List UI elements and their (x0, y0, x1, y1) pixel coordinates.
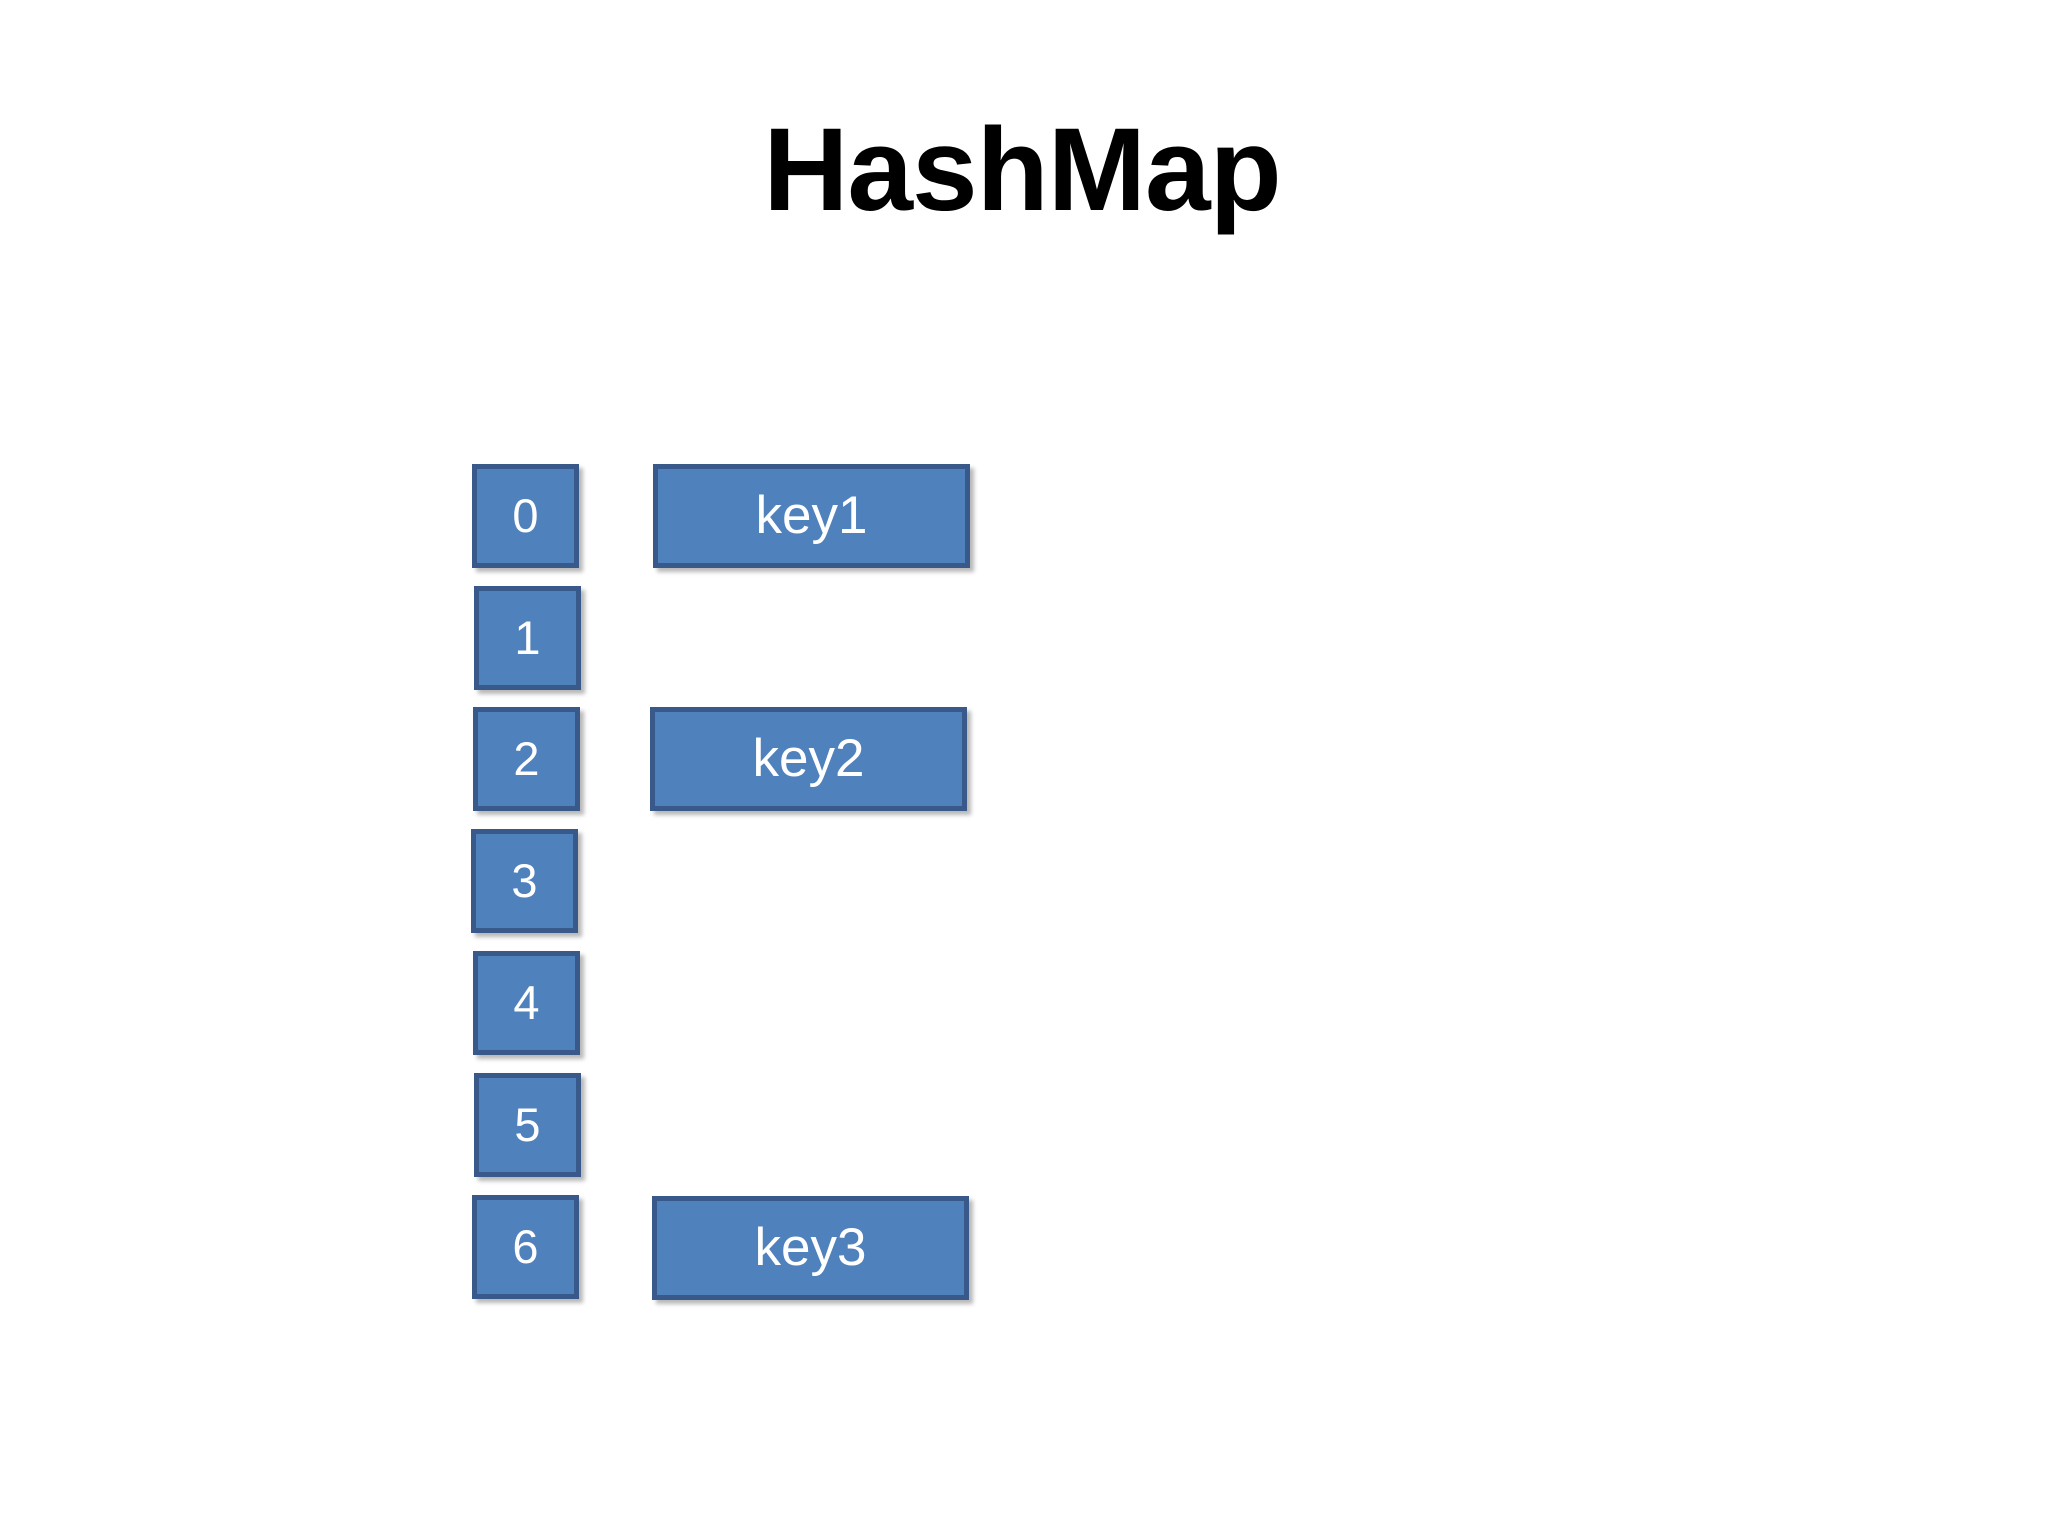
bucket-entry-0[interactable]: key1 (653, 464, 970, 568)
bucket-key-label: key3 (754, 1217, 867, 1277)
page-title: HashMap (763, 104, 1282, 236)
bucket-slot-6[interactable]: 6 (472, 1195, 579, 1299)
bucket-index-label: 5 (514, 1097, 541, 1151)
bucket-slot-2[interactable]: 2 (473, 707, 580, 811)
bucket-index-label: 0 (512, 488, 539, 542)
bucket-slot-5[interactable]: 5 (474, 1073, 581, 1177)
bucket-index-label: 1 (514, 610, 541, 664)
bucket-entry-6[interactable]: key3 (652, 1196, 969, 1300)
bucket-slot-1[interactable]: 1 (474, 586, 581, 690)
bucket-index-label: 2 (513, 731, 540, 785)
bucket-entry-2[interactable]: key2 (650, 707, 967, 811)
bucket-slot-3[interactable]: 3 (471, 829, 578, 933)
bucket-slot-4[interactable]: 4 (473, 951, 580, 1055)
bucket-index-label: 3 (511, 853, 538, 907)
bucket-key-label: key1 (755, 485, 868, 545)
bucket-slot-0[interactable]: 0 (472, 464, 579, 568)
bucket-key-label: key2 (752, 728, 865, 788)
bucket-index-label: 4 (513, 975, 540, 1029)
bucket-index-label: 6 (512, 1219, 539, 1273)
